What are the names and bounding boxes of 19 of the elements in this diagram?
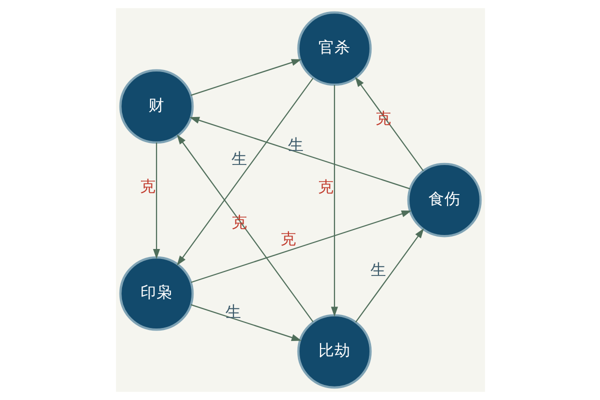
arrow — [152, 142, 160, 259]
edge-label: 生 — [224, 302, 241, 321]
node-circle: 官杀 — [296, 11, 372, 86]
edge-label: 克 — [318, 178, 334, 196]
edge-label: 生 — [230, 150, 247, 168]
edge-label: 生 — [287, 136, 304, 154]
edge-label: 克 — [280, 230, 296, 248]
arrow — [330, 84, 338, 317]
edge-label: 克 — [140, 178, 156, 196]
arrow — [354, 76, 424, 172]
arrow — [176, 78, 313, 266]
arrow — [190, 210, 412, 283]
arrow — [176, 134, 313, 322]
arrow — [190, 59, 302, 96]
edge-label: 生 — [370, 260, 386, 279]
arrow — [188, 116, 410, 190]
arrow — [190, 304, 302, 341]
node-circle: 比劫 — [296, 314, 372, 389]
arrow — [354, 228, 424, 323]
